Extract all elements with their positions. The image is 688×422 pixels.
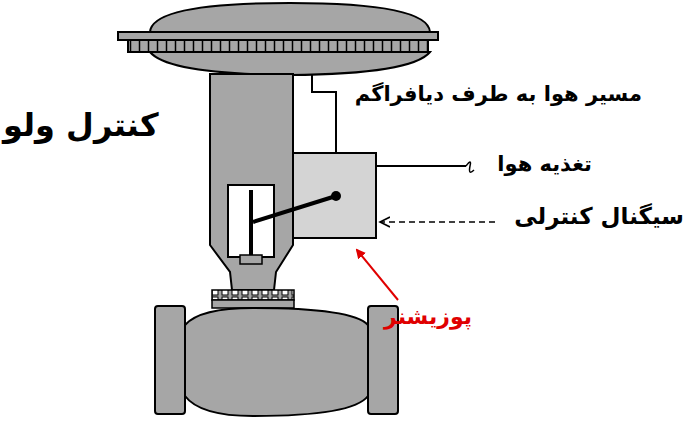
control-signal-label: سیگنال کنترلی <box>514 203 684 231</box>
diagram-title: کنترل ولو <box>3 106 159 144</box>
feedback-linkage <box>253 196 336 222</box>
air-supply-break <box>466 162 474 172</box>
air-supply-line <box>376 165 466 167</box>
yoke-window <box>228 185 274 257</box>
positioner-label: پوزیشنر <box>384 304 472 330</box>
air-path-label: مسیر هوا به طرف دیافراگم <box>355 82 642 107</box>
bonnet-flange-plate <box>212 300 294 308</box>
valve-stem <box>249 190 253 255</box>
yoke <box>210 74 293 290</box>
positioner-box <box>293 153 376 238</box>
diaphragm-flange <box>118 32 438 40</box>
bonnet-flange <box>212 290 294 300</box>
stem-connector <box>240 255 262 264</box>
air-supply-label: تغذیه هوا <box>497 152 592 177</box>
positioner-pointer <box>357 250 398 300</box>
linkage-pivot <box>331 191 341 201</box>
diaphragm-bolts <box>128 40 428 52</box>
diaphragm-top <box>150 3 430 32</box>
body-flange-left <box>155 306 185 414</box>
diaphragm-bottom <box>150 52 430 75</box>
control-signal-line <box>380 221 495 223</box>
valve-body <box>185 308 368 416</box>
air-to-diaphragm-line <box>312 75 336 153</box>
